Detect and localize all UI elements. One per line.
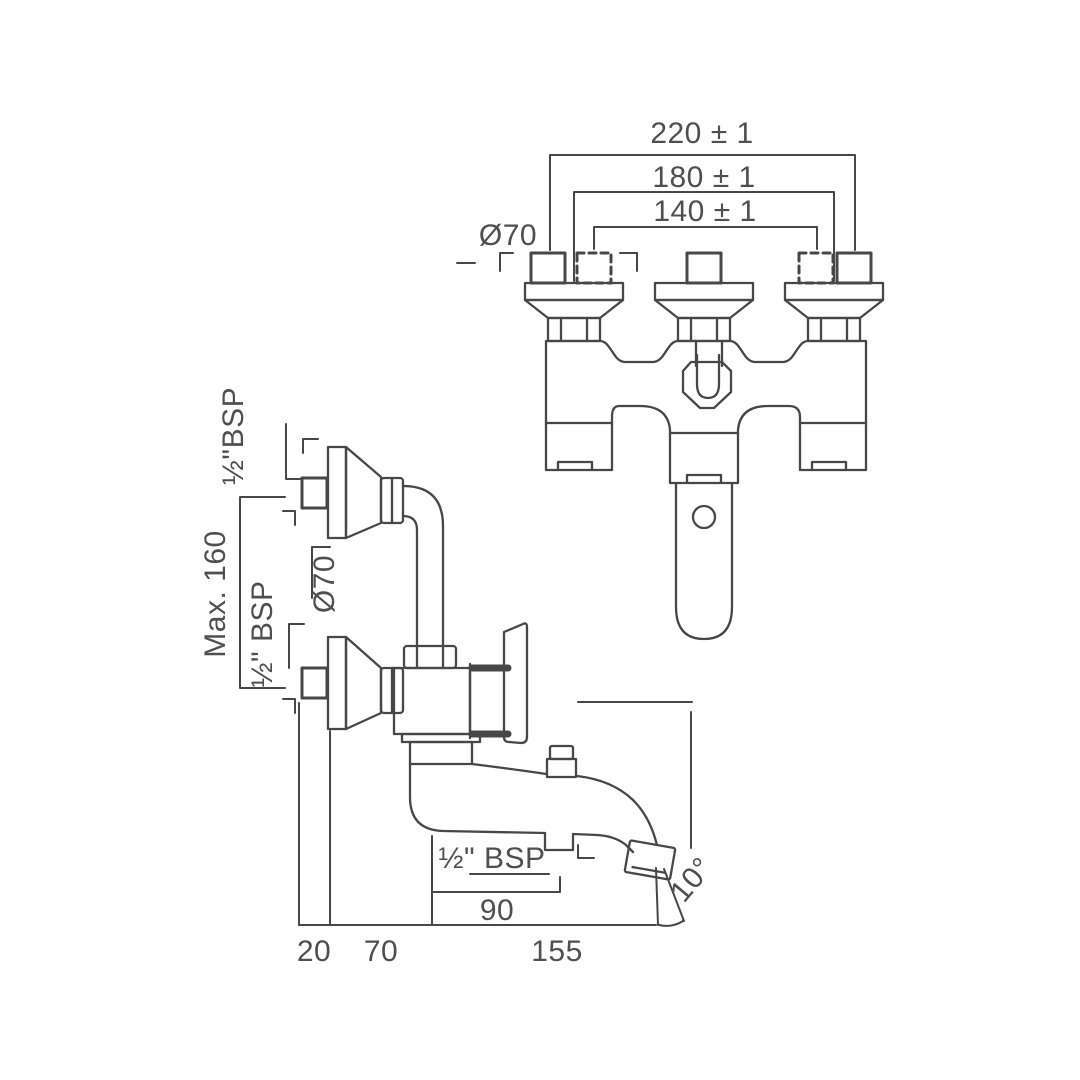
valve-right-nut [806,316,862,343]
body-top-nut [402,644,458,670]
center-block-notch [685,473,723,485]
label-inlet-spacing: Max. 160 [199,530,232,657]
body-block [392,666,472,736]
inlet-bottom-stem [300,666,329,700]
lever-front [674,481,734,641]
front-view: 220 ± 1 180 ± 1 140 ± 1 Ø70 [456,117,885,641]
inlet-bottom-flange [326,635,348,731]
leg-left-notch [556,460,594,472]
valve-left-plate [523,281,625,302]
mixer-body [544,339,868,485]
angle-10-lines [655,867,685,927]
dim-bracket-180 [573,191,835,282]
spout-neck [408,740,474,766]
label-bottom-inlet-thread: ½" BSP [246,580,279,687]
right-extension-lines [577,701,693,849]
inlet-top-cone [344,445,383,540]
valve-right-plate [783,281,885,302]
valve-left-cone [523,298,625,320]
aerator [623,839,677,881]
valve-left-nut [546,316,602,343]
dim-label-20: 20 [297,935,331,968]
dim-bracket-140 [593,226,818,250]
spout-top-right [575,774,659,847]
inlet-bottom-cone [344,635,383,731]
label-top-inlet-thread: ½"BSP [217,387,250,485]
dim-90-line [431,876,561,893]
valve-center-nut [676,316,732,343]
dim-label-140: 140 ± 1 [653,195,756,228]
dim-label-155: 155 [531,935,583,968]
shower-outlet-tick [577,844,595,859]
valve-center-stem [685,251,723,285]
inlet-top [300,445,405,540]
spout [408,744,677,881]
dim-label-70: 70 [364,935,398,968]
valve-center-plate [653,281,755,302]
valve-right-cone [783,298,885,320]
lever-side [468,622,529,745]
valve-center-cone [653,298,755,320]
lever-hole [691,504,717,530]
bottom-dimensions: ½" BSP 90 20 70 155 10° [297,702,719,968]
spout-underside [408,762,635,854]
leg-right-notch [810,460,848,472]
dim-label-220: 220 ± 1 [650,117,753,150]
dim-label-180: 180 ± 1 [652,161,755,194]
diverter-hex [681,360,733,410]
valve-right-stem-alt [797,251,835,285]
valve-left-stem-alt [575,251,613,285]
valve-body-side [392,644,482,766]
inlet-top-stem [300,476,329,510]
valve-center [653,251,755,343]
diverter-cartridge [695,353,721,400]
valve-right-stem [835,251,873,285]
lever-blade-side [502,622,529,745]
dim-label-90: 90 [480,894,514,927]
label-shower-outlet: ½" BSP [438,842,545,875]
side-view: ½"BSP Max. 160 ½" BSP Ø70 [199,387,719,968]
valve-left-stem [529,251,567,285]
dia70-leader [311,546,331,599]
valve-right [783,251,885,343]
body-bottom-flange [400,732,482,744]
dim-bracket-220 [549,154,856,251]
dia70-witness-marks [456,252,638,272]
dim-label-dia70-front: Ø70 [479,219,537,252]
diverter [681,339,733,410]
inlet-bottom [300,635,405,731]
riser-pipe [401,484,445,648]
lever-blade-front [674,481,734,641]
left-annotation-marks [239,423,331,714]
max160-bracket [239,496,286,689]
spout-top-left [470,762,548,776]
label-dia70-side: Ø70 [308,555,341,613]
diverter-knob [545,744,578,779]
inlet-top-flange [326,445,348,540]
